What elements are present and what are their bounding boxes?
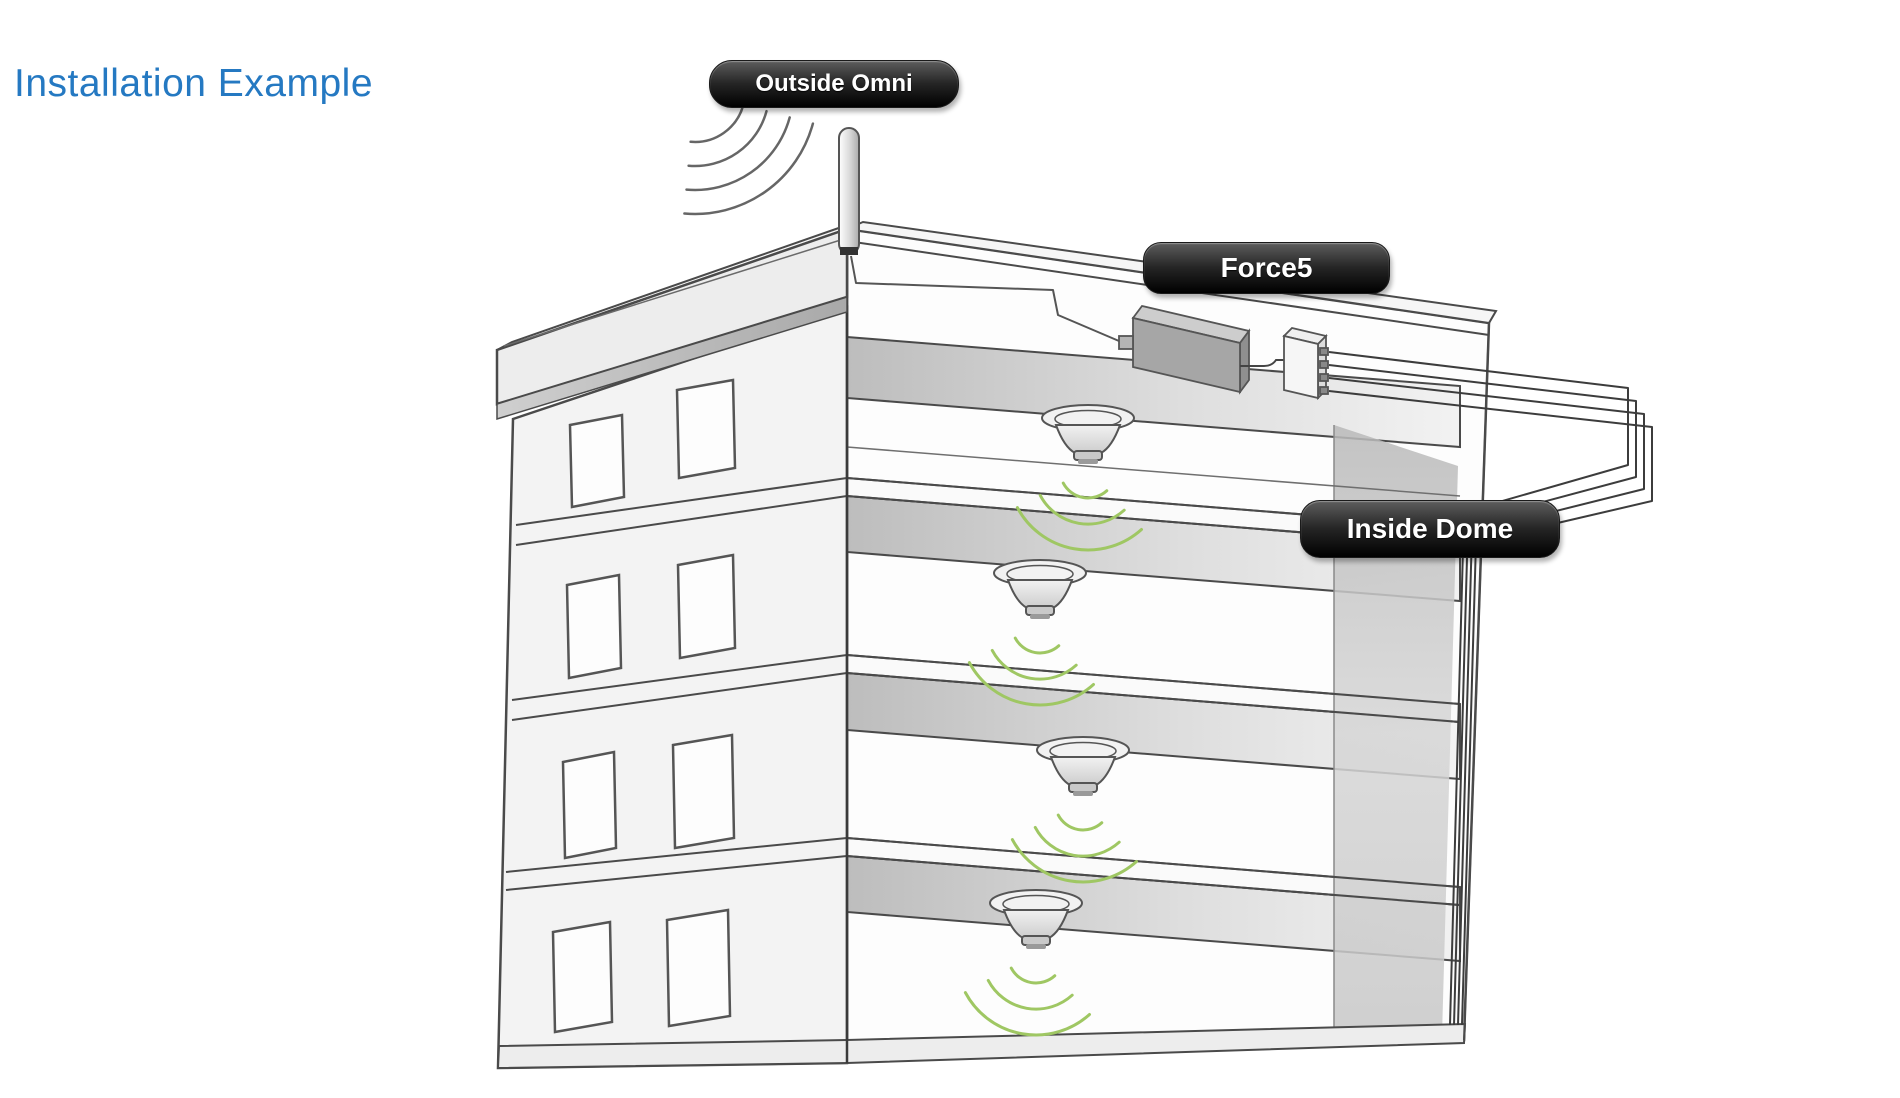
label-outside-omni-text: Outside Omni xyxy=(755,70,913,97)
window xyxy=(665,908,732,1028)
inside-dome-antenna-icon xyxy=(1036,736,1130,796)
roof-right-edge xyxy=(1463,322,1490,1041)
inside-dome-antenna-icon xyxy=(989,889,1083,949)
cable-splitter xyxy=(1282,327,1329,401)
force5-amplifier xyxy=(1118,304,1284,395)
label-outside-omni: Outside Omni xyxy=(709,60,959,108)
splitter-front xyxy=(1283,334,1319,400)
amplifier-front xyxy=(1132,316,1241,394)
window xyxy=(676,553,737,660)
floor-bands xyxy=(505,477,848,891)
inside-dome-antenna-icon xyxy=(1041,404,1135,464)
cable-run xyxy=(1328,390,1653,1026)
page-title: Installation Example xyxy=(14,62,374,105)
amplifier-output-cable xyxy=(1240,359,1284,367)
windows xyxy=(551,378,737,1034)
floor-band-line xyxy=(511,654,848,701)
indoor-signal-waves-icon xyxy=(963,966,1091,1037)
amplifier-input-port xyxy=(1118,335,1134,350)
floor-band-line xyxy=(505,837,848,873)
cable-run xyxy=(1328,351,1629,1026)
left-facade xyxy=(496,305,849,1070)
indoor-signal-waves-icon xyxy=(967,636,1095,707)
indoor-signal-waves-icon xyxy=(1010,813,1138,884)
inner-wall-strip xyxy=(1334,425,1458,1042)
outdoor-signal-waves-icon xyxy=(683,103,815,216)
splitter-port xyxy=(1319,347,1329,356)
antenna-base xyxy=(840,247,858,255)
floor-band-line xyxy=(515,495,848,546)
window xyxy=(565,573,623,680)
cable-run xyxy=(1328,377,1645,1026)
amplifier-right xyxy=(1239,328,1250,395)
inside-dome-antenna-icon xyxy=(993,559,1087,619)
parapet-inner-line xyxy=(503,237,848,347)
label-inside-dome-text: Inside Dome xyxy=(1346,513,1514,544)
distribution-cables xyxy=(1328,351,1653,1026)
window xyxy=(561,750,618,860)
window xyxy=(675,378,737,480)
floor-band-line xyxy=(511,672,848,721)
antenna-cable xyxy=(850,255,1120,342)
window xyxy=(551,920,614,1034)
floor-band-line xyxy=(515,477,848,526)
indoor-signal-waves-icon xyxy=(1015,481,1143,552)
window xyxy=(568,413,626,509)
outside-omni-antenna-icon xyxy=(838,127,860,255)
label-force5: Force5 xyxy=(1143,242,1390,294)
label-inside-dome: Inside Dome xyxy=(1300,500,1560,558)
right-facade-cutaway xyxy=(845,227,1491,1064)
floor-band-line xyxy=(505,855,848,891)
cable-run xyxy=(1328,364,1637,1026)
floor-ceilings xyxy=(846,335,1461,963)
splitter-port xyxy=(1319,386,1329,395)
parapet-shadow-lip xyxy=(496,295,848,421)
splitter-port xyxy=(1319,360,1329,369)
label-force5-text: Force5 xyxy=(1220,252,1313,283)
splitter-port xyxy=(1319,373,1329,382)
window xyxy=(671,733,736,850)
